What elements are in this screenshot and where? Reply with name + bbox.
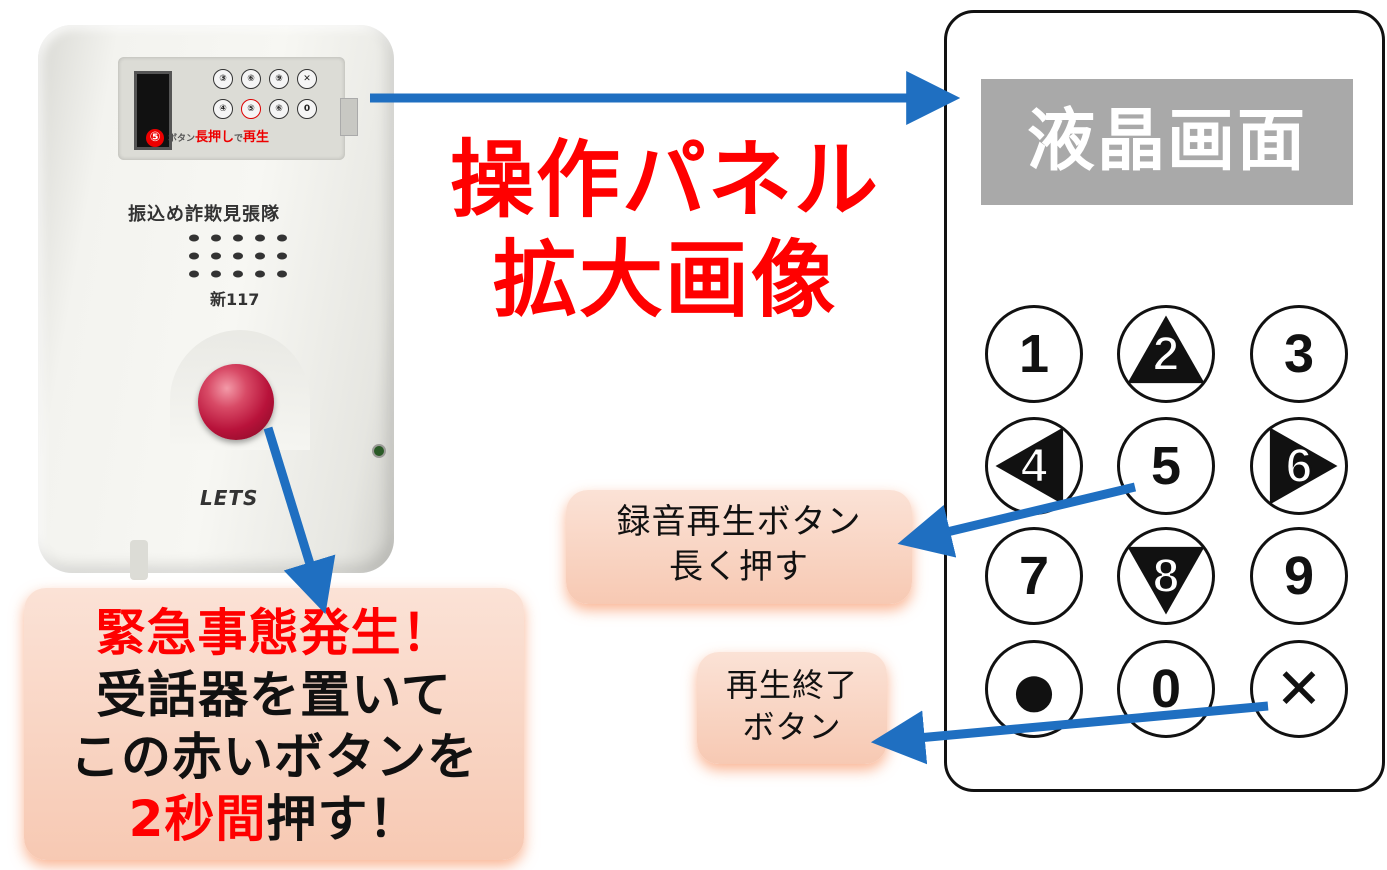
key-5[interactable]: 5 <box>1117 417 1215 515</box>
lcd-screen-label: 液晶画面 <box>981 79 1353 205</box>
device-mini-key[interactable]: ④ <box>213 99 233 119</box>
key-label: 6 <box>1285 439 1314 494</box>
device-cable <box>130 540 148 580</box>
title-line-2: 拡大画像 <box>492 231 837 329</box>
emergency-line-3: この赤いボタンを <box>70 728 478 786</box>
emergency-red-button[interactable] <box>198 364 274 440</box>
key-label: 5 <box>1150 436 1182 496</box>
key-label: ● <box>1008 642 1060 736</box>
key-label: ✕ <box>1275 657 1323 720</box>
hint-long-press: 長押し <box>195 130 235 145</box>
emergency-line-1: 緊急事態発生！ <box>95 604 453 662</box>
key-label: 8 <box>1152 549 1181 604</box>
key-4[interactable]: 4 <box>985 417 1083 515</box>
key-7[interactable]: 7 <box>985 527 1083 625</box>
record-callout-line-2: 長く押す <box>669 547 809 587</box>
stop-callout-line-2: ボタン <box>742 708 842 746</box>
hint-number: ⑤ <box>146 129 164 147</box>
device-side-tab <box>340 98 358 136</box>
hint-prefix: ボタン <box>168 134 196 144</box>
record-callout-line-1: 録音再生ボタン <box>616 502 862 542</box>
key-label: 3 <box>1283 324 1315 384</box>
emergency-line-2: 受話器を置いて <box>96 666 452 724</box>
emergency-line-4: 押す！ <box>266 790 420 848</box>
maker-logo: LETS <box>200 486 259 510</box>
key-9[interactable]: 9 <box>1250 527 1348 625</box>
hint-play: 再生 <box>243 130 270 145</box>
hint-suffix: で <box>234 134 244 144</box>
key-label: 7 <box>1018 546 1050 606</box>
key-8[interactable]: 8 <box>1117 527 1215 625</box>
device-model-label: 新117 <box>210 290 260 309</box>
arrow-to-emergency-callout <box>263 426 336 615</box>
direction-down-icon <box>1127 546 1205 615</box>
emergency-duration: 2秒間 <box>128 790 267 848</box>
key-3[interactable]: 3 <box>1250 305 1348 403</box>
key-label: 0 <box>1150 659 1182 719</box>
device-mini-key[interactable]: ⑨ <box>269 69 289 89</box>
direction-left-icon <box>995 427 1064 505</box>
key-1[interactable]: 1 <box>985 305 1083 403</box>
device-brand-label: 振込め詐欺見張隊 <box>128 204 280 225</box>
direction-right-icon <box>1269 427 1338 505</box>
key-label: 1 <box>1018 324 1050 384</box>
device-mini-key[interactable]: ⑥ <box>269 99 289 119</box>
key-12[interactable]: ✕ <box>1250 640 1348 738</box>
device-mini-key[interactable]: ✕ <box>297 69 317 89</box>
direction-up-icon <box>1127 315 1205 384</box>
device-mini-key-5[interactable]: ⑤ <box>241 99 261 119</box>
arrow-to-record-callout <box>897 482 1137 558</box>
status-led <box>372 444 386 458</box>
key-label: 4 <box>1020 439 1049 494</box>
key-label: 2 <box>1152 327 1181 382</box>
stop-callout-line-1: 再生終了 <box>725 666 858 704</box>
speaker-grille <box>189 234 287 278</box>
key-6[interactable]: 6 <box>1250 417 1348 515</box>
device-mini-key[interactable]: ⑥ <box>241 69 261 89</box>
title-line-1: 操作パネル <box>449 131 880 229</box>
key-label: 9 <box>1283 546 1315 606</box>
record-play-callout: 録音再生ボタン 長く押す <box>566 490 912 604</box>
device-mini-key[interactable]: ③ <box>213 69 233 89</box>
page-title: 操作パネル 拡大画像 <box>405 130 925 330</box>
arrow-to-stop-callout <box>870 701 1269 765</box>
key-10[interactable]: ● <box>985 640 1083 738</box>
key-11[interactable]: 0 <box>1117 640 1215 738</box>
device-play-hint: ⑤ ボタン長押しで再生 <box>146 126 269 147</box>
device-mini-key[interactable]: 0 <box>297 99 317 119</box>
emergency-callout: 緊急事態発生！ 受話器を置いて この赤いボタンを 2秒間押す！ <box>24 588 524 860</box>
key-2[interactable]: 2 <box>1117 305 1215 403</box>
stop-callout: 再生終了 ボタン <box>697 652 887 764</box>
